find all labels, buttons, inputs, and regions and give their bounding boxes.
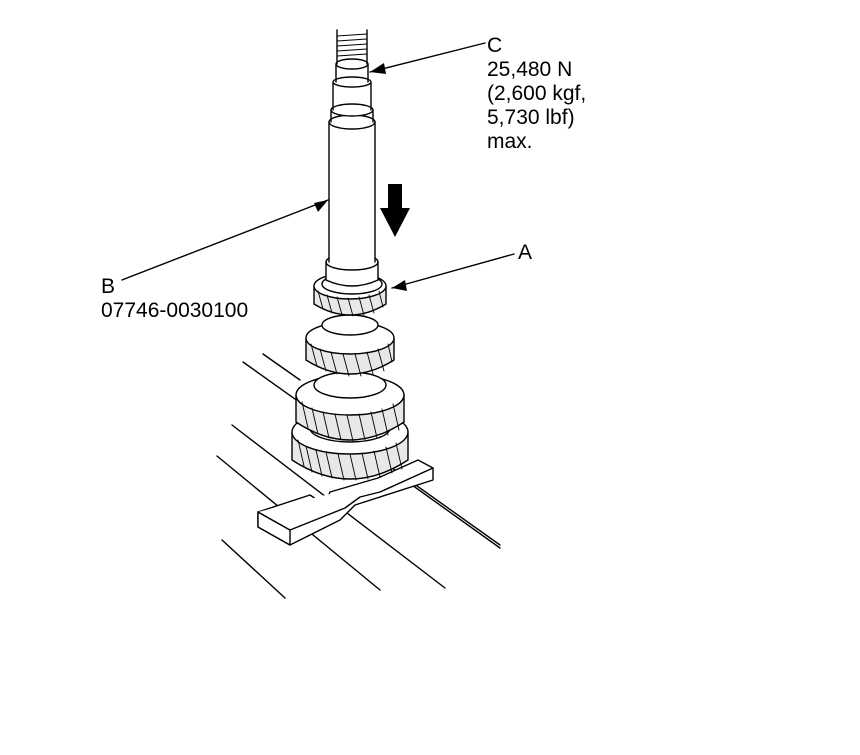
leader-line-b xyxy=(121,199,329,281)
force-spec-line: (2,600 kgf, xyxy=(487,82,587,105)
force-spec-line: max. xyxy=(487,130,533,153)
leader-line-a xyxy=(391,253,515,289)
force-spec: 25,480 N (2,600 kgf, 5,730 lbf) max. xyxy=(487,58,586,154)
press-direction-arrow-icon xyxy=(380,184,410,237)
callout-letter-b: B xyxy=(101,275,116,298)
force-spec-line: 5,730 lbf) xyxy=(487,106,575,129)
gear-stack xyxy=(291,272,409,481)
callout-letter-a: A xyxy=(518,241,533,264)
tool-part-number: 07746-0030100 xyxy=(101,299,249,322)
driver-shaft xyxy=(325,29,379,287)
arrowhead-a xyxy=(392,280,407,291)
third-gear xyxy=(295,371,405,442)
second-gear xyxy=(305,314,395,377)
leader-line-c xyxy=(369,42,486,73)
callout-letter-c: C xyxy=(487,34,503,57)
force-spec-line: 25,480 N xyxy=(487,58,573,81)
arrowhead-c xyxy=(370,63,386,74)
arrowhead-b xyxy=(314,200,328,212)
support-block xyxy=(257,459,434,546)
